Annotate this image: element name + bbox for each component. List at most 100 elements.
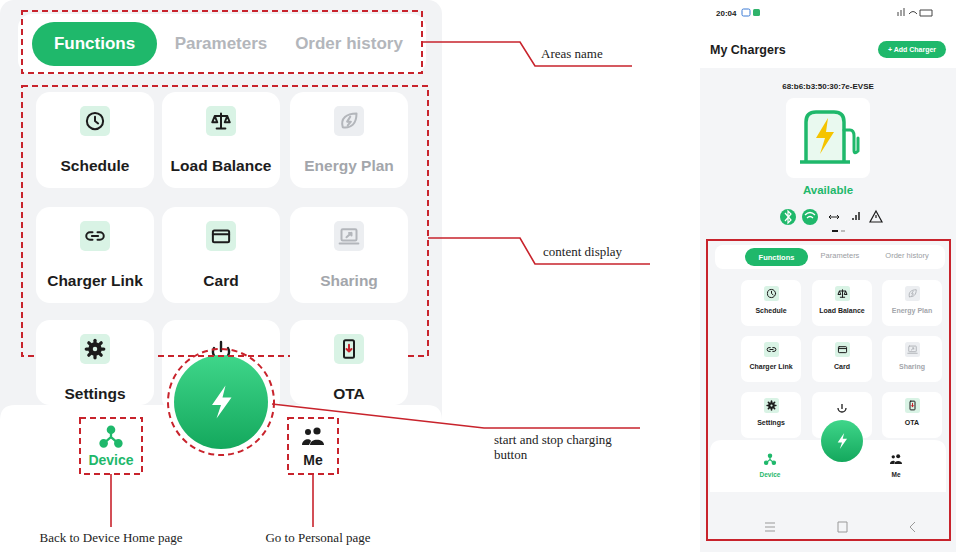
tile-label: Schedule <box>741 307 801 314</box>
leaf-glyph <box>342 114 356 128</box>
icon-ground <box>764 342 779 357</box>
tile-label: Charger Link <box>741 363 801 370</box>
tile-icon <box>334 221 364 251</box>
function-tile: Load Balance <box>162 92 280 188</box>
function-tile: OTA <box>290 320 408 405</box>
icon-glyph <box>767 401 776 410</box>
icon-glyph <box>910 401 915 410</box>
warning-status <box>870 211 882 222</box>
icon-glyph <box>838 347 846 353</box>
tile-label: Settings <box>741 419 801 426</box>
charger-icon <box>800 112 850 162</box>
scale-glyph <box>212 114 230 129</box>
page-title: My Chargers <box>710 43 820 57</box>
function-tile: Load Balance <box>812 280 872 326</box>
bolt-icon <box>212 386 232 419</box>
icon-ground <box>334 334 364 364</box>
gear-hole <box>93 347 98 352</box>
phone-glyph <box>910 401 915 410</box>
me-icon <box>302 427 324 445</box>
tile-icon <box>905 286 920 301</box>
person-body <box>302 439 311 445</box>
icon-ground <box>764 286 779 301</box>
tile-label: Charger Link <box>36 272 154 290</box>
tab-bar <box>715 245 945 269</box>
status-icon <box>742 9 750 16</box>
icon-ground <box>80 221 110 251</box>
function-tile: Settings <box>741 392 801 438</box>
gear-hole <box>770 404 772 406</box>
function-tile: Schedule <box>36 92 154 188</box>
leader-line <box>110 474 112 527</box>
callout-circle <box>168 349 274 455</box>
annotation: Back to Device Home page <box>4 531 218 546</box>
charger-card <box>786 98 870 178</box>
tile-label: Sharing <box>882 363 942 370</box>
function-tile: Sharing <box>290 207 408 303</box>
icon-glyph <box>87 113 103 129</box>
function-tile: Energy Plan <box>290 92 408 188</box>
link-glyph <box>767 348 776 352</box>
icon-glyph <box>909 290 916 297</box>
tile-label: Settings <box>36 385 154 403</box>
icon-ground <box>80 334 110 364</box>
callout-box <box>707 240 950 540</box>
leaf-glyph <box>909 290 916 297</box>
bluetooth-glyph <box>785 211 791 223</box>
status-icon <box>753 9 760 16</box>
tab-label: + Add Charger <box>888 46 936 53</box>
tile-label: Card <box>812 363 872 370</box>
charger-hose <box>844 130 858 153</box>
tile-icon <box>334 106 364 136</box>
card-glyph <box>213 230 229 242</box>
icon-glyph <box>340 229 359 243</box>
annotation: Areas name <box>541 47 651 62</box>
card-stripe <box>838 348 846 349</box>
icon-ground <box>905 342 920 357</box>
system-nav-buttons <box>765 522 915 532</box>
icon-glyph <box>907 346 916 353</box>
tile-icon <box>80 106 110 136</box>
tile-icon <box>764 286 779 301</box>
function-tile: Charger Link <box>36 207 154 303</box>
download-arrow <box>347 345 352 352</box>
person-head <box>305 429 311 435</box>
device-icon-dot <box>765 461 768 464</box>
charger-state: Available <box>783 184 873 197</box>
callout-box <box>22 86 428 356</box>
icon-glyph <box>767 289 775 297</box>
icon-ground <box>80 106 110 136</box>
tile-label: Energy Plan <box>882 307 942 314</box>
tab-bar <box>18 14 426 74</box>
phone-glyph <box>344 340 354 358</box>
person-head <box>313 427 320 434</box>
device-icon-dot <box>115 440 121 446</box>
icon-glyph <box>213 230 229 242</box>
icon-glyph <box>342 114 356 128</box>
icon-glyph <box>86 340 104 358</box>
clock-face <box>87 113 103 129</box>
tile-icon <box>206 106 236 136</box>
device-icon <box>765 454 776 464</box>
leader-line <box>312 474 314 527</box>
icon-ground <box>835 342 850 357</box>
person-body <box>894 461 902 464</box>
tile-icon <box>764 342 779 357</box>
function-tile: Charger Link <box>741 336 801 382</box>
bluetooth-status <box>780 209 796 225</box>
tile-label: Schedule <box>36 157 154 175</box>
clock-hands <box>771 291 773 294</box>
tab-label: Functions <box>54 34 135 54</box>
icon-glyph <box>344 340 354 358</box>
power-icon <box>838 404 846 412</box>
function-tile: Settings <box>36 320 154 405</box>
icon-ground <box>206 221 236 251</box>
icon-glyph <box>767 348 776 352</box>
icon-ground <box>764 398 779 413</box>
device-id: 68:b6:b3:50:30:7e-EVSE <box>753 82 903 91</box>
bolt-glyph <box>911 291 913 295</box>
tile-icon <box>334 334 364 364</box>
annotation: start and stop charging button <box>494 433 634 463</box>
bolt-glyph <box>347 117 351 126</box>
function-tile: Sharing <box>882 336 942 382</box>
